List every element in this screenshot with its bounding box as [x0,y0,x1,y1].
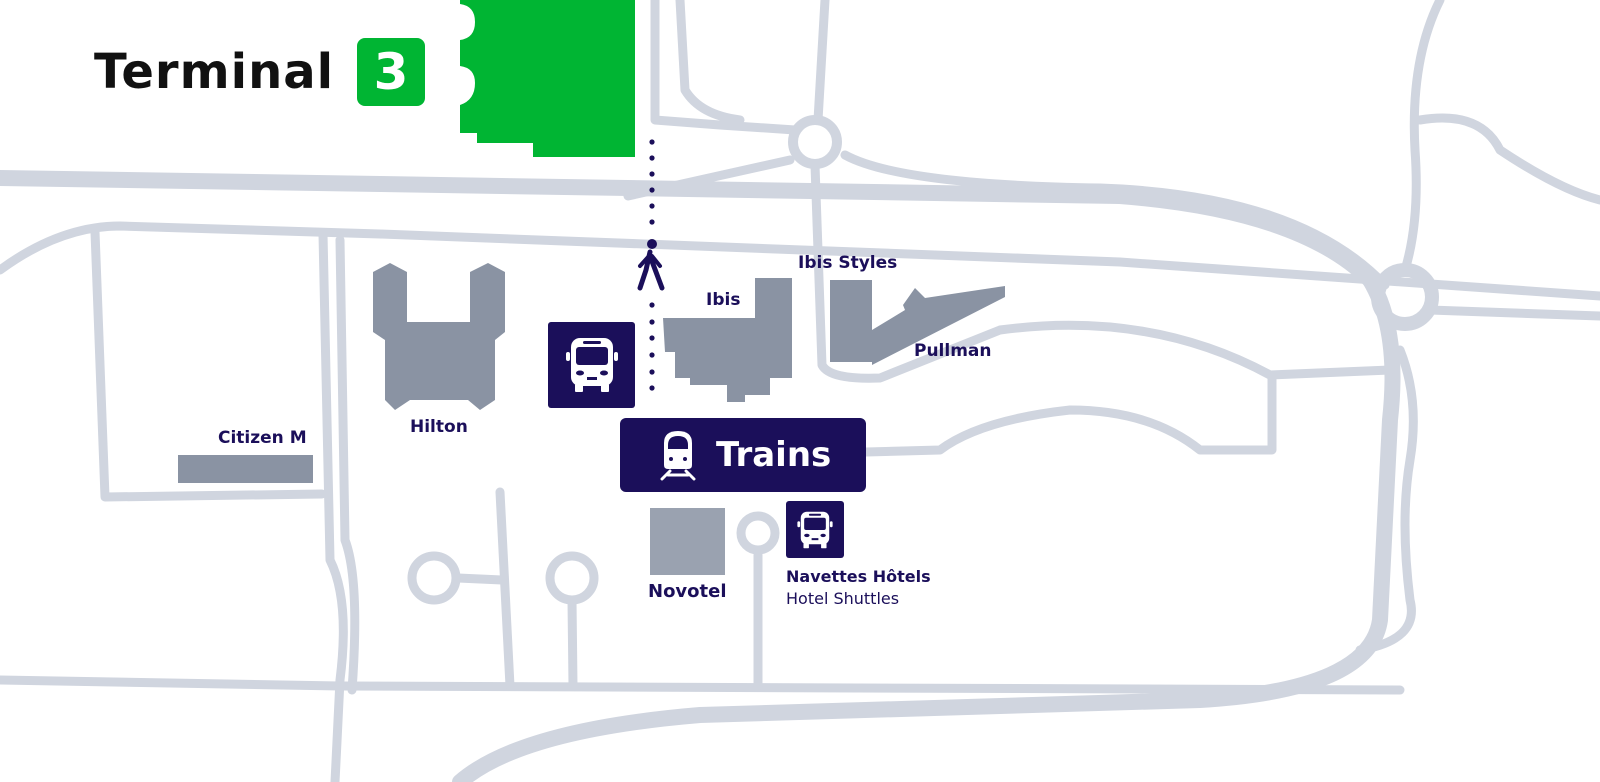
highway-top [0,170,1378,288]
road-top-vertical [810,0,1395,383]
terminal-3-building [460,0,635,157]
road-left-box [90,227,327,502]
road-stub-1 [495,487,515,691]
pullman-building [872,286,1005,365]
ibis-label: Ibis [706,290,741,310]
road-right-2 [1425,305,1600,321]
road-top-left2 [675,0,745,125]
cul-de-sac-3 [736,511,780,555]
hilton-label: Hilton [410,417,468,437]
road-stub-4 [453,573,507,585]
cul-de-sac-2 [545,551,599,605]
trains-station-sign[interactable]: Trains [620,418,866,492]
novotel-label: Novotel [648,581,727,602]
cul-de-sac-1 [407,551,461,605]
buildings [178,263,1005,575]
road-vertical-left2 [335,235,360,695]
train-icon [660,431,696,481]
terminal-number-badge: 3 [357,38,425,106]
pullman-label: Pullman [914,341,992,361]
road-bottom [0,675,1405,695]
hotel-shuttles-label-fr: Navettes Hôtels [786,567,931,586]
road-top-left [650,0,800,135]
ibis-styles-building [830,280,872,362]
road-secondary [0,221,1600,301]
novotel-building [650,508,725,575]
road-stub-2 [567,595,578,691]
hotel-shuttle-stop-marker[interactable] [786,501,844,558]
hotel-shuttles-label-en: Hotel Shuttles [786,589,900,608]
road-vertical-left [318,229,348,782]
road-right-top [1400,0,1600,275]
pedestrian-icon [637,239,665,291]
roundabout-right [1371,263,1439,331]
terminal-logo-text: Terminal [94,44,335,100]
ibis-building [663,278,792,402]
road-bottom-right [1355,345,1418,655]
ibis-styles-label: Ibis Styles [798,253,898,273]
road-to-top-roundabout [623,150,1390,290]
hilton-building [373,263,505,410]
bus-icon [797,511,833,548]
roundabout-top [788,115,842,169]
citizen-m-label: Citizen M [218,428,307,448]
bus-icon [565,338,618,392]
bus-stop-marker[interactable] [548,322,635,408]
trains-label: Trains [716,435,832,475]
walking-path-dots [649,139,655,391]
highway-curve [452,272,1401,782]
citizen-m-building [178,455,313,483]
road-trains-right [861,370,1277,457]
